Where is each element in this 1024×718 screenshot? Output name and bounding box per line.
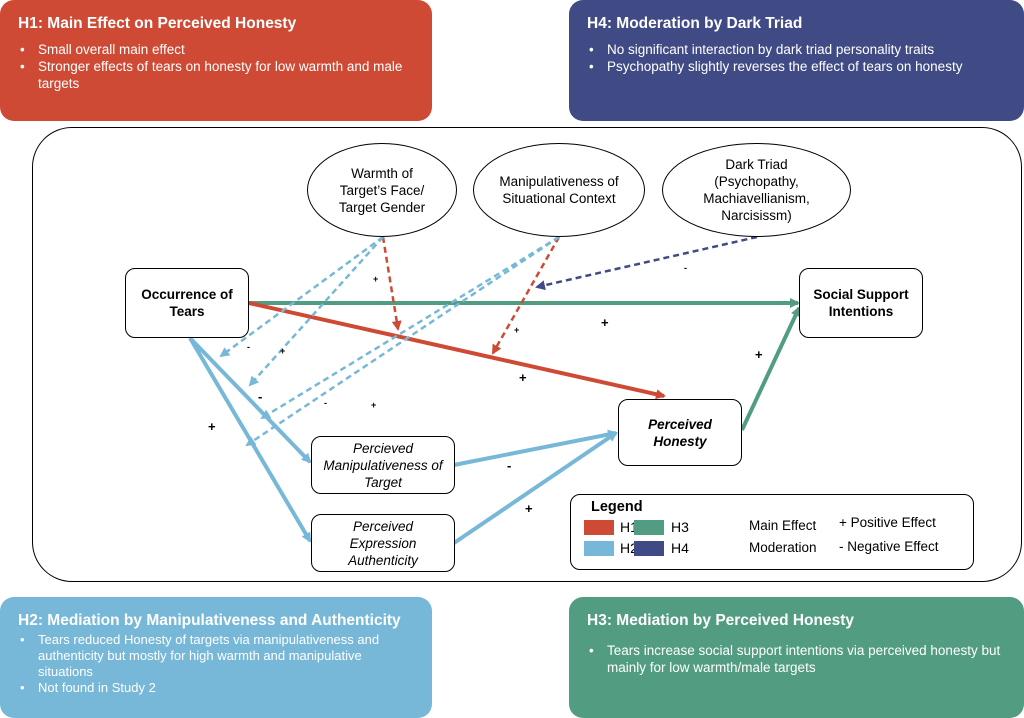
mod-warmth-tears-auth [248,236,384,387]
sign-context-h1: + [514,325,520,335]
node-authenticity: Perceived Expression Authenticity [311,514,455,572]
sign-tears-auth: + [208,419,216,434]
sign-auth-honesty: + [525,501,533,516]
node-manipulativeness-label: Percieved Manipulativeness of Target [323,440,443,490]
arrow-tears-auth [188,336,312,543]
h1-box: H1: Main Effect on Perceived Honesty Sma… [0,0,432,121]
h3-bullet: Tears increase social support intentions… [587,642,1006,676]
sign-context-manip-a: - [324,398,327,408]
h2-title: H2: Mediation by Manipulativeness and Au… [18,612,401,629]
arrow-auth-honesty [452,431,618,545]
mod-context-h1 [491,236,561,355]
sign-context-manip-b: + [371,400,377,410]
h2-bullets: Tears reduced Honesty of targets via man… [18,632,414,696]
h4-bullets: No significant interaction by dark triad… [587,41,1006,75]
h1-bullets: Small overall main effect Stronger effec… [18,41,414,92]
moderator-context: Manipulativeness of Situational Context [473,143,645,237]
h4-bullet: Psychopathy slightly reverses the effect… [587,58,1006,75]
mod-context-tears-manip [260,235,560,420]
mod-context-tears-auth [245,235,560,447]
sign-tears-manip: - [258,389,263,404]
arrow-honesty-social [740,306,801,431]
node-authenticity-label: Perceived Expression Authenticity [348,518,418,568]
h1-bullet: Stronger effects of tears on honesty for… [18,58,414,92]
sign-dark-triad: - [684,263,687,273]
legend-h2-label: H2 [620,540,638,556]
h1-title: H1: Main Effect on Perceived Honesty [18,15,297,32]
legend-positive: + Positive Effect [839,515,936,530]
sign-honesty-social: + [755,347,763,362]
node-social-support-label: Social Support Intentions [813,287,909,319]
node-honesty-label: Perceived Honesty [648,416,712,449]
model-frame [32,127,1022,582]
mod-warmth-tears-manip [219,235,384,358]
h2-bullet: Tears reduced Honesty of targets via man… [18,632,414,680]
legend-main-effect: Main Effect [749,518,817,533]
h2-bullet: Not found in Study 2 [18,680,414,696]
legend-h3-label: H3 [671,519,689,535]
mod-dark-triad [535,235,758,291]
sign-warmth-tears-a: - [247,342,250,352]
sign-warmth-h1: + [373,274,379,284]
legend-moderation: Moderation [749,540,817,555]
mod-warmth-h1 [381,236,402,331]
h4-bullet: No significant interaction by dark triad… [587,41,1006,58]
legend-h1-swatch [584,520,614,535]
h4-title: H4: Moderation by Dark Triad [587,15,803,32]
h3-box: H3: Mediation by Perceived Honesty Tears… [569,597,1024,718]
h3-bullets: Tears increase social support intentions… [587,642,1006,676]
h2-box: H2: Mediation by Manipulativeness and Au… [0,597,432,718]
h4-box: H4: Moderation by Dark Triad No signific… [569,0,1024,121]
legend-h2-swatch [584,541,614,556]
arrow-tears-honesty [248,301,666,400]
legend-h4-label: H4 [671,540,689,556]
node-manipulativeness: Percieved Manipulativeness of Target [311,436,455,494]
legend-negative: - Negative Effect [839,539,939,554]
legend: Legend H1 H2 H3 H4 Main Effect Moderatio… [570,494,974,570]
legend-h4-swatch [634,541,664,556]
moderator-dark-triad: Dark Triad (Psychopathy, Machiavellianis… [662,143,851,237]
h1-bullet: Small overall main effect [18,41,414,58]
node-honesty: Perceived Honesty [618,399,742,466]
legend-title: Legend [591,499,643,515]
sign-tears-social: + [601,315,609,330]
legend-h1-label: H1 [620,519,638,535]
node-tears-label: Occurrence of Tears [141,287,233,319]
moderator-warmth: Warmth of Target’s Face/ Target Gender [307,143,457,237]
sign-tears-honesty: + [519,370,527,385]
arrow-tears-manip [188,336,312,464]
arrow-manip-honesty [453,429,618,467]
sign-warmth-tears-b: + [280,346,286,356]
moderator-context-label: Manipulativeness of Situational Context [499,174,619,206]
legend-h3-swatch [634,520,664,535]
node-tears: Occurrence of Tears [125,268,249,338]
sign-manip-honesty: - [507,458,512,473]
node-social-support: Social Support Intentions [799,268,923,338]
moderator-warmth-label: Warmth of Target’s Face/ Target Gender [338,165,426,215]
moderator-dark-triad-label: Dark Triad (Psychopathy, Machiavellianis… [703,157,810,223]
h3-title: H3: Mediation by Perceived Honesty [587,612,855,629]
